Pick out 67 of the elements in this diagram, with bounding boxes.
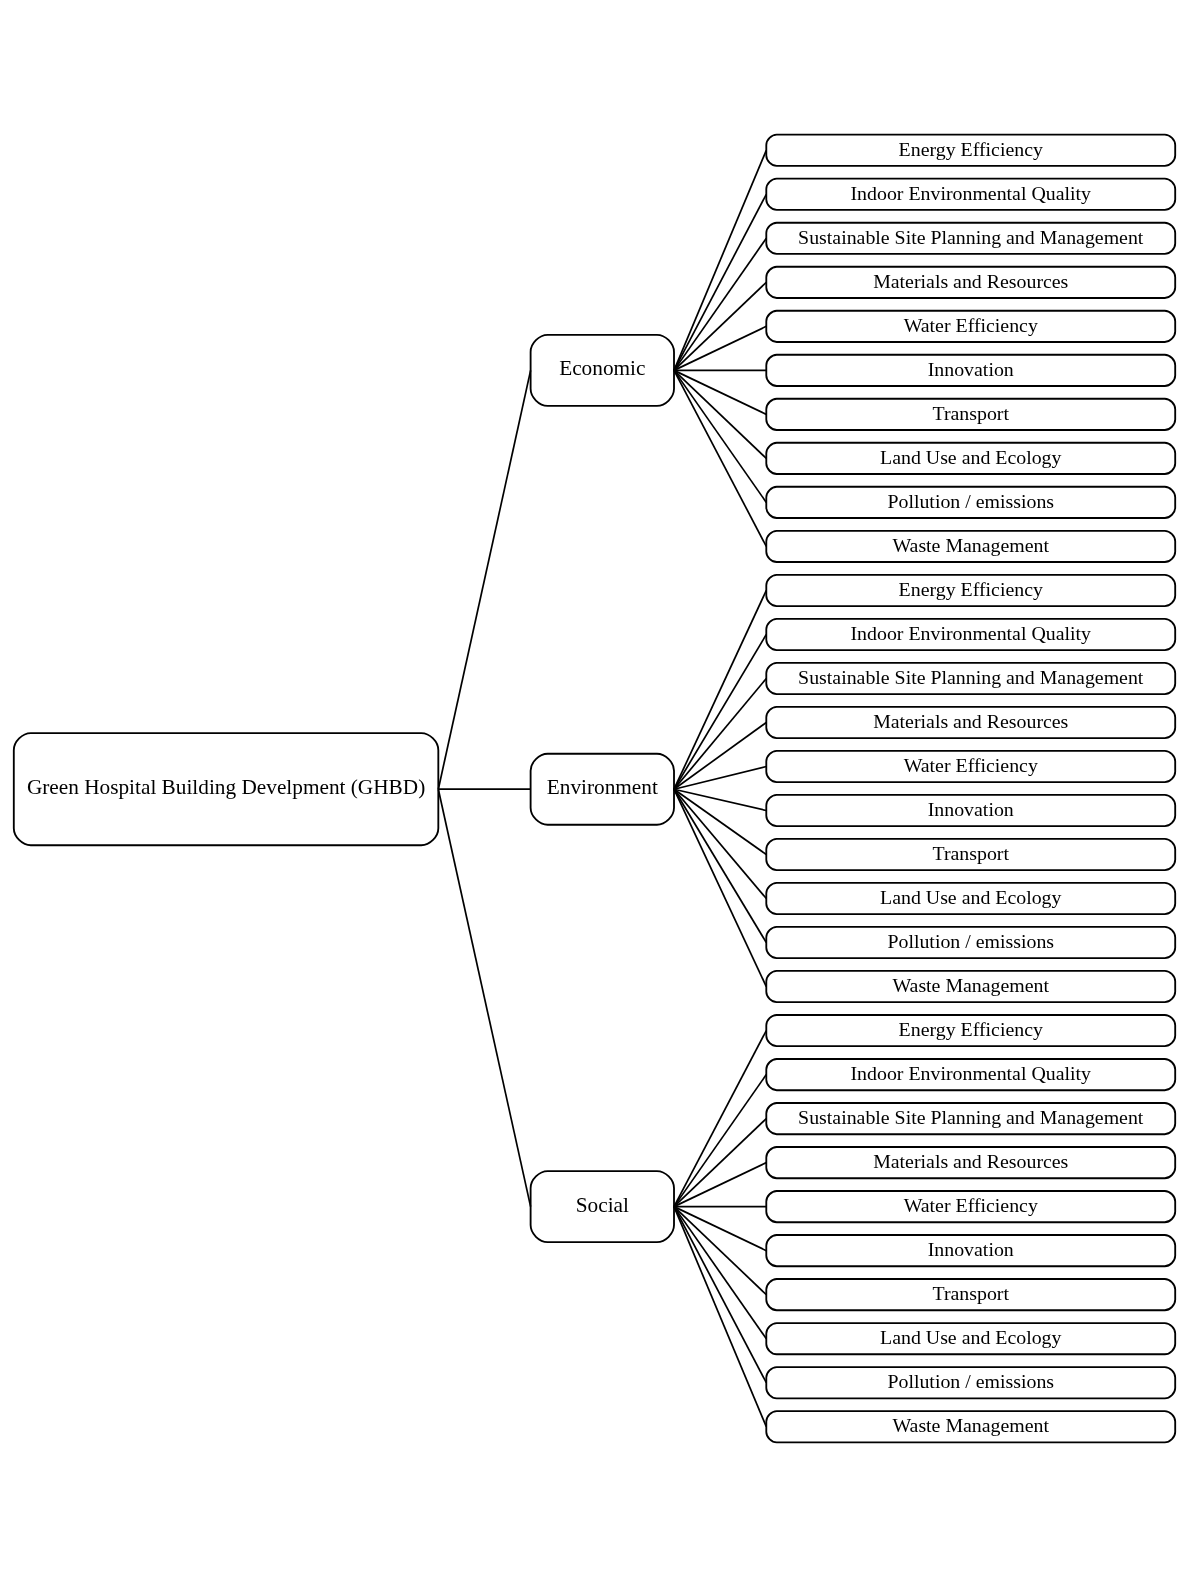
node-box: Pollution / emissions (765, 485, 1177, 519)
node-box: Materials and Resources (765, 705, 1177, 740)
node-box: Pollution / emissions (765, 1366, 1177, 1400)
node-box: Transport (765, 397, 1177, 431)
connector (673, 788, 768, 988)
node-box: Land Use and Ecology (765, 1322, 1177, 1356)
connector (673, 788, 768, 944)
node-box: Land Use and Ecology (765, 882, 1177, 916)
connector (673, 281, 768, 372)
connector (673, 788, 768, 900)
connector (673, 369, 768, 504)
node-box: Green Hospital Building Develpment (GHBD) (12, 732, 440, 847)
connector (673, 1029, 768, 1208)
node-box: Energy Efficiency (765, 1014, 1177, 1048)
node-box: Social (529, 1170, 675, 1244)
node-box: Water Efficiency (765, 749, 1177, 784)
connector (673, 237, 768, 372)
connector (673, 1205, 768, 1296)
connector (437, 369, 532, 791)
node-box: Transport (765, 1278, 1177, 1312)
node-box: Energy Efficiency (765, 133, 1177, 167)
node-box: Energy Efficiency (765, 573, 1177, 607)
node-box: Innovation (765, 1234, 1177, 1268)
connector (437, 788, 532, 1208)
node-box: Land Use and Ecology (765, 441, 1177, 475)
connector (673, 1205, 768, 1208)
node-box: Indoor Environmental Quality (765, 177, 1177, 211)
node-box: Innovation (765, 353, 1177, 387)
connector (673, 1205, 768, 1340)
node-box: Materials and Resources (765, 1146, 1177, 1180)
node-box: Economic (529, 333, 675, 407)
node-box: Sustainable Site Planning and Management (765, 221, 1177, 255)
node-box: Water Efficiency (765, 309, 1177, 343)
node-box: Pollution / emissions (765, 926, 1177, 960)
node-box: Innovation (765, 793, 1177, 828)
node-box: Materials and Resources (765, 265, 1177, 299)
connector (673, 677, 768, 791)
connector (673, 325, 768, 372)
node-box: Indoor Environmental Quality (765, 1058, 1177, 1092)
connector (673, 369, 768, 416)
connector (673, 765, 768, 791)
connector (673, 788, 768, 856)
connector (673, 589, 768, 791)
connector (673, 1161, 768, 1208)
connector (673, 1205, 768, 1384)
node-box: Sustainable Site Planning and Management (765, 661, 1177, 695)
connector (673, 788, 768, 812)
node-box: Waste Management (765, 1410, 1177, 1444)
node-box: Indoor Environmental Quality (765, 617, 1177, 651)
node-box: Environment (529, 752, 675, 826)
connector (673, 721, 768, 791)
node-box: Transport (765, 837, 1177, 872)
connector (673, 149, 768, 372)
connector (673, 633, 768, 791)
connector (673, 1205, 768, 1252)
connector (673, 369, 768, 372)
node-box: Sustainable Site Planning and Management (765, 1102, 1177, 1136)
node-box: Waste Management (765, 970, 1177, 1004)
connector (437, 788, 532, 791)
node-box: Water Efficiency (765, 1190, 1177, 1224)
connector (673, 1205, 768, 1428)
connector (673, 193, 768, 372)
connector (673, 1117, 768, 1208)
node-box: Waste Management (765, 529, 1177, 563)
connector (673, 369, 768, 548)
connector (673, 1073, 768, 1208)
connector (673, 369, 768, 460)
